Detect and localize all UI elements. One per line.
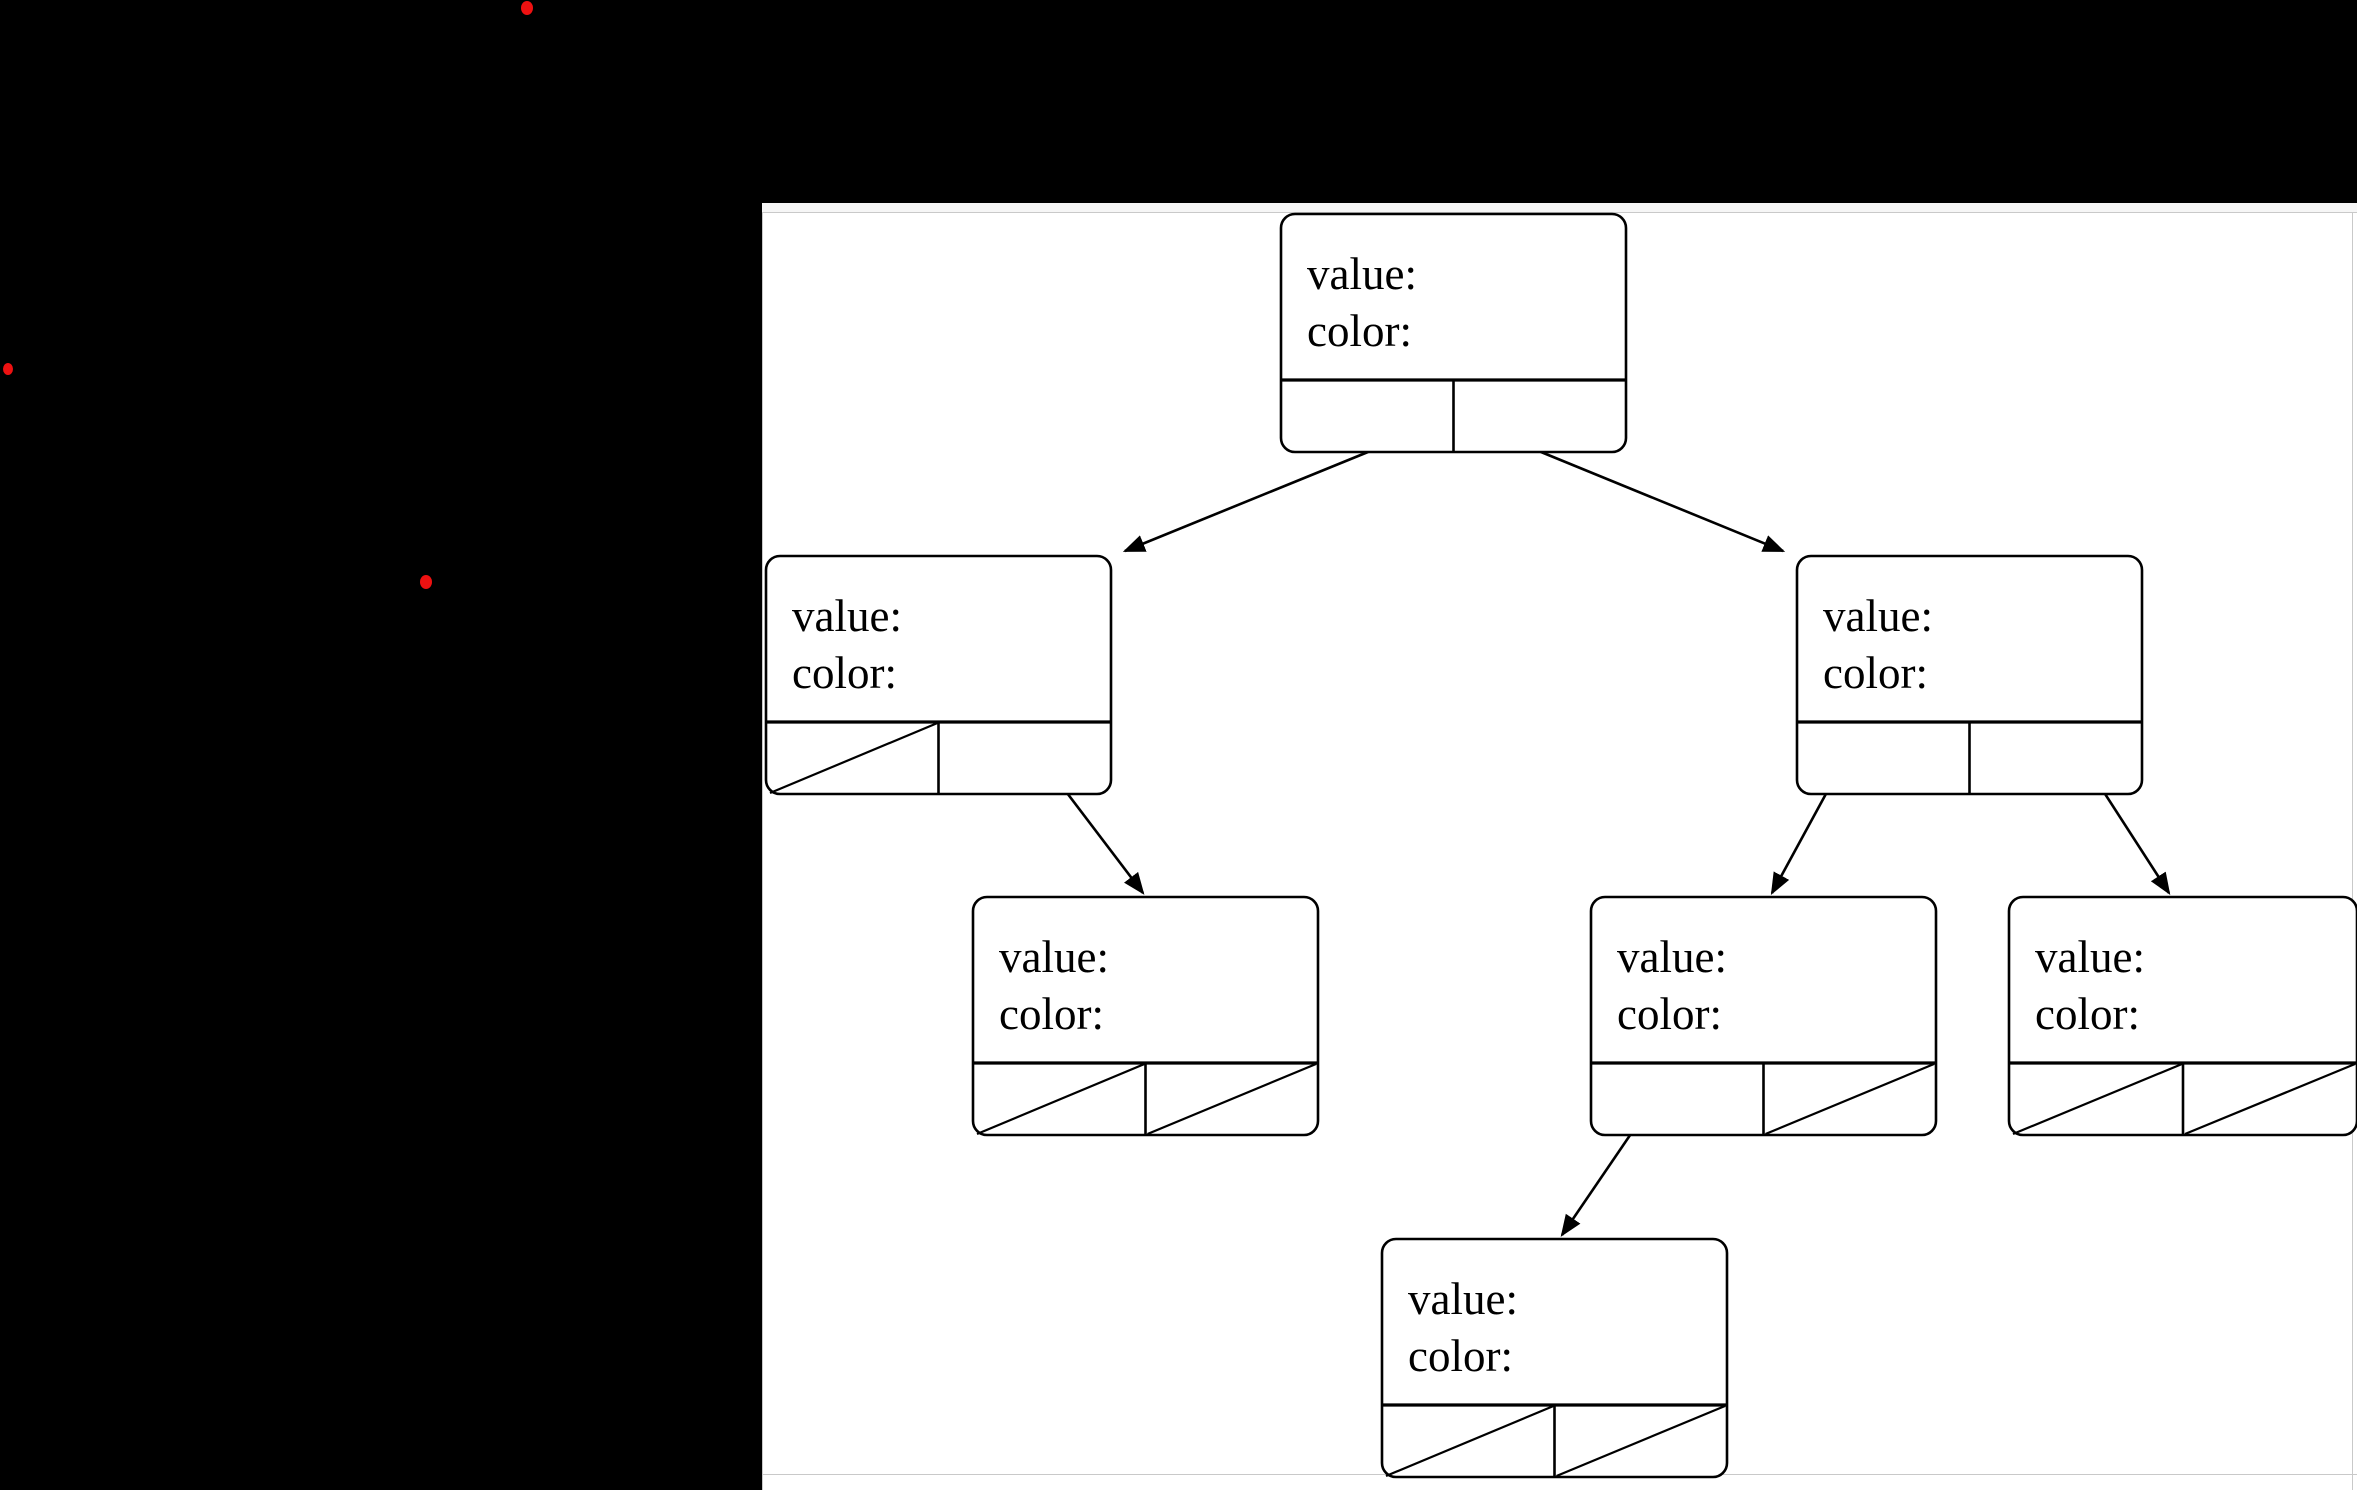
- diagram-panel: value: color: value: color: value: color: valu…: [762, 203, 2357, 1490]
- node-color-label-n3: color:: [999, 989, 1104, 1039]
- node-right-null-slash-n5: [2184, 1062, 2356, 1136]
- tree-node-n2: [1795, 554, 2144, 796]
- node-value-label-n3: value:: [999, 932, 1109, 982]
- node-left-null-slash-n5: [2012, 1062, 2183, 1136]
- node-value-label-n1: value:: [792, 591, 902, 641]
- node-color-label-n4: color:: [1617, 989, 1722, 1039]
- panel-left-divider: [762, 212, 763, 1490]
- node-color-label-n5: color:: [2035, 989, 2140, 1039]
- node-value-label-n0: value:: [1307, 249, 1417, 299]
- node-right-null-slash-n6: [1556, 1404, 1726, 1478]
- panel-top-divider: [762, 212, 2357, 213]
- node-right-null-slash-n3: [1147, 1062, 1317, 1136]
- marker-top-dot: [521, 1, 533, 15]
- node-value-label-n6: value:: [1408, 1274, 1518, 1324]
- node-value-label-n5: value:: [2035, 932, 2145, 982]
- node-right-null-slash-n4: [1765, 1062, 1935, 1136]
- tree-node-n5: [2007, 895, 2357, 1137]
- tree-edge-n0-left: [1122, 450, 1369, 553]
- nodes-layer: [764, 212, 2357, 1479]
- tree-node-n4: [1589, 895, 1938, 1137]
- marker-mid-dot: [420, 575, 432, 589]
- node-color-label-n2: color:: [1823, 648, 1928, 698]
- node-color-label-n1: color:: [792, 648, 897, 698]
- marker-left-dot: [3, 363, 13, 375]
- tree-node-n1: [764, 554, 1113, 796]
- vertical-scrollbar-track[interactable]: [2352, 213, 2353, 1490]
- tree-node-n0: [1279, 212, 1628, 454]
- node-value-label-n4: value:: [1617, 932, 1727, 982]
- tree-edge-n0-right: [1540, 450, 1786, 553]
- node-left-null-slash-n3: [976, 1062, 1145, 1136]
- node-color-label-n6: color:: [1408, 1331, 1513, 1381]
- node-color-label-n0: color:: [1307, 306, 1412, 356]
- node-left-null-slash-n1: [769, 721, 938, 795]
- node-value-label-n2: value:: [1823, 591, 1933, 641]
- tree-node-n6: [1380, 1237, 1729, 1479]
- tree-diagram-svg: [764, 212, 2357, 1479]
- tree-node-n3: [971, 895, 1320, 1137]
- node-left-null-slash-n6: [1385, 1404, 1554, 1478]
- panel-top-strip: [762, 203, 2357, 212]
